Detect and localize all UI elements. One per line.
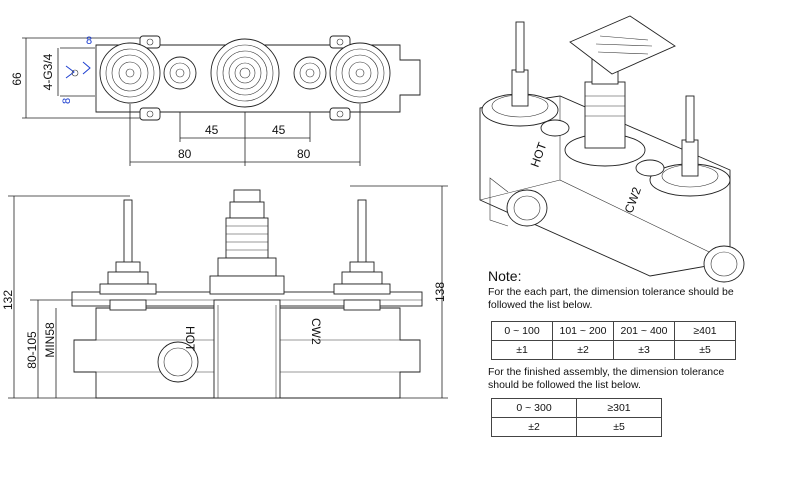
- note-title: Note:: [488, 268, 522, 284]
- isometric-view: HOT CW2: [479, 15, 745, 283]
- dim-spacing-outer-right: 80: [297, 147, 311, 161]
- note-part-text: For the each part, the dimension toleran…: [488, 286, 734, 311]
- table-cell: ±5: [674, 340, 736, 360]
- assembly-tolerance-table: 0 ~ 300 ≥301 ±2 ±5: [491, 398, 662, 437]
- table-cell: ≥401: [674, 321, 736, 341]
- note-assembly-text: For the finished assembly, the dimension…: [488, 366, 725, 391]
- dim-min: MIN58: [43, 322, 57, 358]
- table-row: ±1 ±2 ±3 ±5: [491, 340, 736, 360]
- dim-spacing-outer-left: 80: [178, 147, 192, 161]
- dim-range: 80-105: [25, 331, 39, 369]
- note-section: Note: For the each part, the dimension t…: [488, 268, 748, 312]
- table-cell: ±2: [491, 417, 577, 437]
- dim-small-top: 8: [86, 35, 92, 47]
- dim-height-66: 66: [10, 72, 24, 86]
- table-row: 0 ~ 300 ≥301: [491, 398, 662, 418]
- table-cell: ±2: [552, 340, 614, 360]
- dim-spacing-inner-right: 45: [272, 123, 286, 137]
- table-cell: 101 ~ 200: [552, 321, 614, 341]
- assembly-note: For the finished assembly, the dimension…: [488, 366, 748, 392]
- table-cell: 201 ~ 400: [613, 321, 675, 341]
- front-label-cw: CW2: [309, 318, 323, 345]
- dim-spacing-inner-left: 45: [205, 123, 219, 137]
- table-cell: ±1: [491, 340, 553, 360]
- table-row: ±2 ±5: [491, 417, 662, 437]
- table-cell: 0 ~ 100: [491, 321, 553, 341]
- dim-small-left: 8: [61, 98, 73, 104]
- dim-total-right: 138: [433, 282, 447, 302]
- dim-thread: 4-G3/4: [41, 53, 55, 90]
- front-view: 132 80-105 MIN58 138: [1, 185, 448, 399]
- table-cell: ±5: [576, 417, 662, 437]
- table-cell: ≥301: [576, 398, 662, 418]
- table-cell: 0 ~ 300: [491, 398, 577, 418]
- dim-total-left: 132: [1, 290, 15, 310]
- table-cell: ±3: [613, 340, 675, 360]
- top-view: 66 4-G3/4 8 8: [10, 35, 421, 166]
- part-tolerance-table: 0 ~ 100 101 ~ 200 201 ~ 400 ≥401 ±1 ±2 ±…: [491, 321, 736, 360]
- front-label-hot: HOT: [183, 326, 197, 352]
- table-row: 0 ~ 100 101 ~ 200 201 ~ 400 ≥401: [491, 321, 736, 341]
